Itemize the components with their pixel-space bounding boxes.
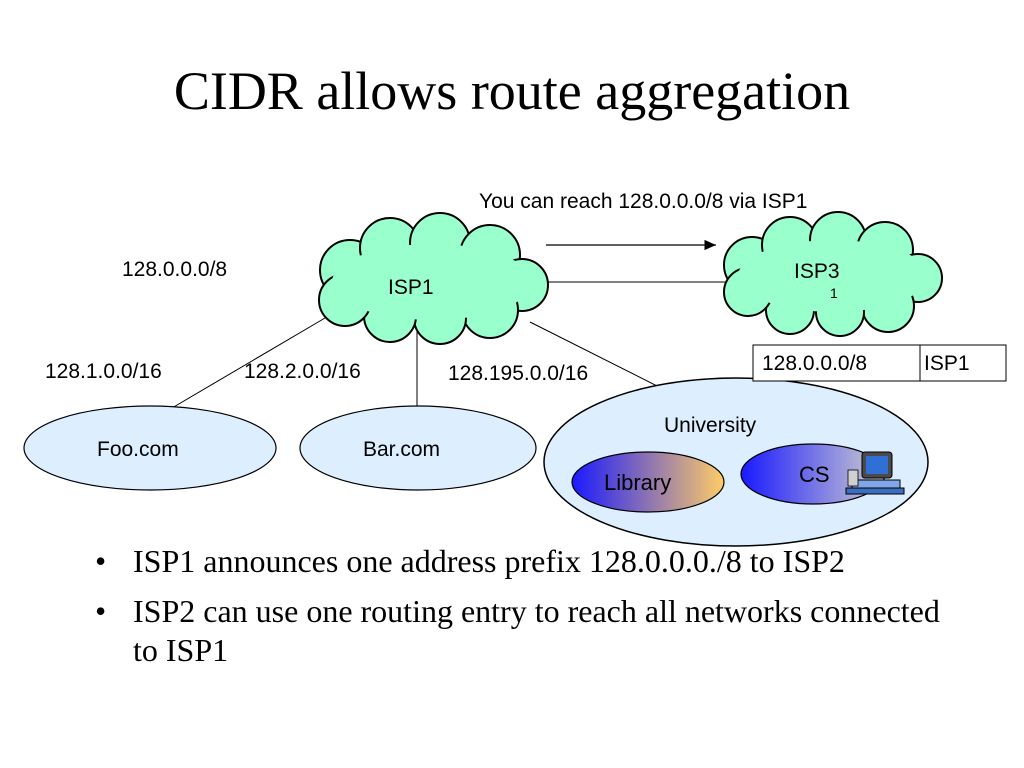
bullet-marker: • bbox=[95, 593, 107, 630]
link-isp1-university bbox=[529, 321, 676, 396]
university-label: University bbox=[664, 414, 757, 437]
bullet-item: • ISP1 announces one address prefix 128.0… bbox=[95, 542, 955, 580]
routing-table bbox=[752, 344, 1007, 382]
slide-title: CIDR allows route aggregation bbox=[173, 61, 851, 121]
bar-prefix-label: 128.2.0.0/16 bbox=[244, 360, 361, 383]
computer-icon bbox=[845, 451, 905, 495]
foo-prefix-label: 128.1.0.0/16 bbox=[45, 360, 162, 383]
bar-label: Bar.com bbox=[363, 438, 440, 461]
routing-table-prefix: 128.0.0.0/8 bbox=[762, 352, 867, 375]
bar-network bbox=[299, 405, 537, 491]
isp1-label: ISP1 bbox=[388, 276, 434, 299]
foo-label: Foo.com bbox=[97, 438, 179, 461]
isp1-prefix-label: 128.0.0.0/8 bbox=[122, 258, 227, 281]
university-prefix-label: 128.195.0.0/16 bbox=[448, 362, 588, 385]
library-label: Library bbox=[604, 470, 671, 495]
bullet-text: ISP2 can use one routing entry to reach … bbox=[133, 593, 940, 668]
bullet-marker: • bbox=[95, 543, 107, 579]
announcement-text: You can reach 128.0.0.0/8 via ISP1 bbox=[479, 190, 807, 213]
bullet-text: ISP1 announces one address prefix 128.0.… bbox=[133, 543, 845, 579]
bullet-item: • ISP2 can use one routing entry to reach… bbox=[95, 592, 955, 669]
cs-label: CS bbox=[799, 462, 830, 487]
bullet-list: • ISP1 announces one address prefix 128.0… bbox=[95, 542, 955, 681]
foo-network bbox=[23, 405, 277, 491]
library-network bbox=[571, 451, 725, 513]
routing-table-next-hop: ISP1 bbox=[924, 352, 970, 375]
link-isp1-foo bbox=[171, 317, 326, 409]
isp3-label: ISP3 bbox=[794, 260, 840, 283]
isp3-sublabel: 1 bbox=[830, 285, 838, 301]
